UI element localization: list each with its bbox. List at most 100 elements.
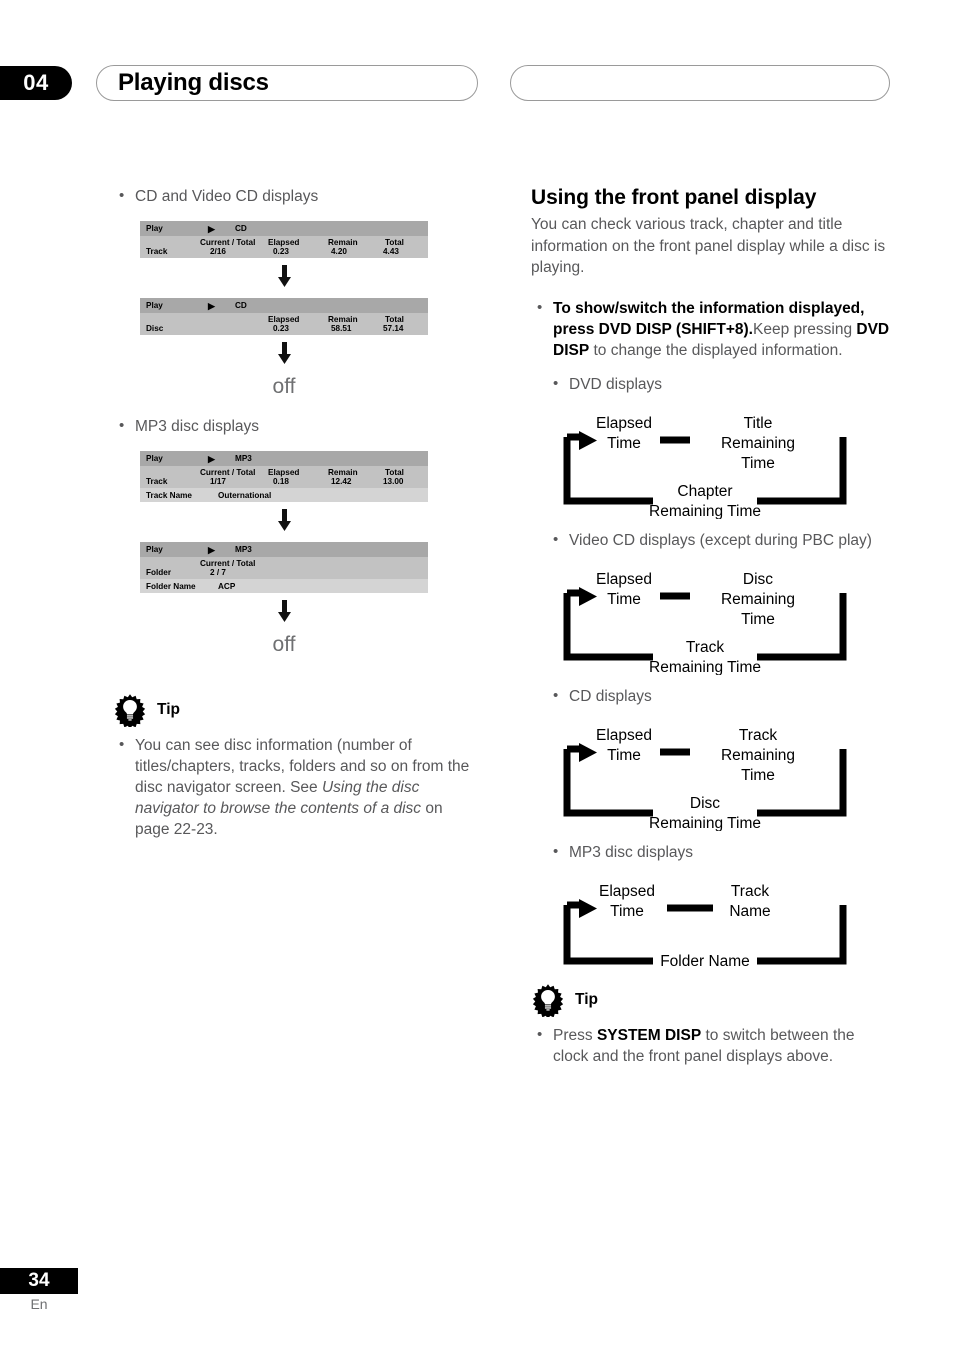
instruction-rest2: to change the displayed information. xyxy=(589,341,843,359)
node-label: Time xyxy=(607,435,641,452)
tip-header: Tip xyxy=(531,983,891,1019)
row-label: Folder xyxy=(146,568,172,577)
node-label: Elapsed xyxy=(599,883,655,900)
play-icon: ▶ xyxy=(208,545,215,555)
mp3-display-table-2: Play ▶ MP3 Current / Total Folder 2 / 7 … xyxy=(140,542,428,593)
node-label: Remaining Time xyxy=(649,659,761,675)
chapter-number-badge: 04 xyxy=(0,66,72,100)
cell-value: ACP xyxy=(218,582,236,591)
header-pill-right xyxy=(510,65,890,101)
column-header: Elapsed xyxy=(268,238,300,247)
table-row: Current / Total Elapsed Remain Total Tra… xyxy=(140,236,428,258)
node-label: Disc xyxy=(690,795,720,812)
node-label: Time xyxy=(607,591,641,608)
column-header: Total xyxy=(385,468,404,477)
format-label: CD xyxy=(235,301,247,310)
play-icon: ▶ xyxy=(208,301,215,311)
format-label: MP3 xyxy=(235,454,252,463)
play-icon: ▶ xyxy=(208,454,215,464)
left-column: CD and Video CD displays Play ▶ CD Curre… xyxy=(113,185,478,846)
table-titlebar: Play ▶ CD xyxy=(140,298,428,313)
format-label: CD xyxy=(235,224,247,233)
cell-value: 2 / 7 xyxy=(210,568,226,577)
node-label: Chapter xyxy=(677,483,732,500)
tip-text-part1: Press xyxy=(553,1026,597,1044)
column-header: Current / Total xyxy=(200,468,256,477)
cell-value: 4.43 xyxy=(383,247,399,256)
cell-value: 12.42 xyxy=(331,477,352,486)
column-header: Remain xyxy=(328,238,358,247)
row-label: Folder Name xyxy=(146,582,196,591)
cell-value: 0.23 xyxy=(273,324,289,333)
folder-name-row: Folder Name ACP xyxy=(140,579,428,593)
tip-body-text: You can see disc information (number of … xyxy=(113,734,478,840)
dvd-display-cycle-diagram: Elapsed Time Title Remaining Time Chapte… xyxy=(563,415,847,519)
node-label: Track xyxy=(686,639,724,656)
cell-value: Outernational xyxy=(218,491,272,500)
table-row: Elapsed Remain Total Disc 0.23 58.51 57.… xyxy=(140,313,428,335)
flow-arrow-icon xyxy=(140,265,428,291)
flow-arrow-icon xyxy=(140,342,428,368)
node-label: Time xyxy=(741,767,775,784)
node-label: Name xyxy=(729,903,770,920)
instruction-rest1: Keep pressing xyxy=(752,320,857,338)
instruction-block: To show/switch the information displayed… xyxy=(531,297,891,361)
row-label: Track xyxy=(146,247,168,256)
node-label: Remaining xyxy=(721,591,795,608)
node-label: Remaining xyxy=(721,747,795,764)
status-label: Play xyxy=(146,301,163,310)
column-header: Remain xyxy=(328,468,358,477)
cd-display-cycle-diagram: Elapsed Time Track Remaining Time Disc R… xyxy=(563,727,847,831)
tip-text-key: SYSTEM DISP xyxy=(596,1026,702,1044)
lightbulb-icon xyxy=(113,693,147,729)
node-label: Elapsed xyxy=(596,415,652,432)
instruction-key: DVD DISP xyxy=(553,320,890,359)
section-heading: Using the front panel display xyxy=(531,186,817,209)
videocd-display-cycle-diagram: Elapsed Time Disc Remaining Time Track R… xyxy=(563,571,847,675)
tip-text-part2: on page 22-23. xyxy=(135,800,443,838)
table-row: Current / Total Folder 2 / 7 xyxy=(140,557,428,579)
off-state-label: off xyxy=(272,375,296,398)
cell-value: 0.18 xyxy=(273,477,289,486)
cell-value: 2/16 xyxy=(210,247,226,256)
node-label: Disc xyxy=(743,571,773,588)
node-label: Elapsed xyxy=(596,571,652,588)
node-label: Remaining Time xyxy=(649,503,761,519)
page-number-badge: 34 xyxy=(0,1268,78,1294)
tip-title: Tip xyxy=(575,990,598,1008)
mp3-displays-label-right: MP3 disc displays xyxy=(547,841,891,863)
node-label: Time xyxy=(741,455,775,472)
column-header: Elapsed xyxy=(268,315,300,324)
play-icon: ▶ xyxy=(208,224,215,234)
mp3-display-table-1: Play ▶ MP3 Current / Total Elapsed Remai… xyxy=(140,451,428,502)
cell-value: 13.00 xyxy=(383,477,404,486)
right-column: Using the front panel display You can ch… xyxy=(531,186,891,1073)
flow-arrow-icon xyxy=(140,509,428,535)
chapter-title-pill xyxy=(96,65,478,101)
page-title: Playing discs xyxy=(118,69,269,96)
column-header: Total xyxy=(385,238,404,247)
column-header: Elapsed xyxy=(268,468,300,477)
cell-value: 1/17 xyxy=(210,477,226,486)
cell-value: 0.23 xyxy=(273,247,289,256)
column-header: Total xyxy=(385,315,404,324)
videocd-displays-label: Video CD displays (except during PBC pla… xyxy=(547,529,891,551)
tip-text-part2: to switch between the clock and the fron… xyxy=(553,1026,855,1065)
node-label: Track xyxy=(731,883,769,900)
column-header: Current / Total xyxy=(200,559,256,568)
row-label: Track Name xyxy=(146,491,192,500)
instruction-bold: To show/switch the information displayed… xyxy=(553,299,865,338)
row-label: Disc xyxy=(146,324,164,333)
track-name-row: Track Name Outernational xyxy=(140,488,428,502)
mp3-displays-label: MP3 disc displays xyxy=(113,415,478,437)
status-label: Play xyxy=(146,224,163,233)
table-titlebar: Play ▶ MP3 xyxy=(140,451,428,466)
tip-text-italic: Using the disc navigator to browse the c… xyxy=(135,779,422,817)
column-header: Current / Total xyxy=(200,238,256,247)
lightbulb-icon xyxy=(531,983,565,1019)
node-label: Remaining Time xyxy=(649,815,761,831)
node-label: Time xyxy=(741,611,775,628)
off-state-label: off xyxy=(272,633,296,656)
flow-arrow-icon xyxy=(140,600,428,626)
